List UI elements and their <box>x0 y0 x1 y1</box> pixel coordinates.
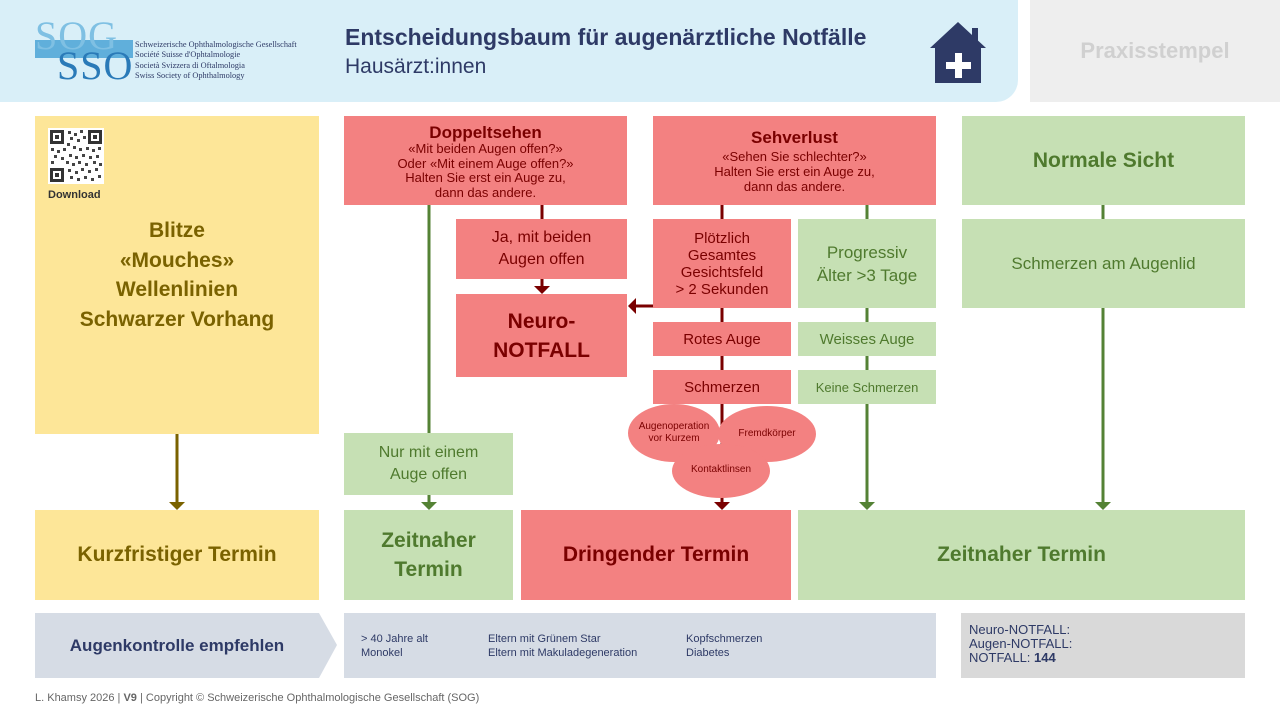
progressiv-line: Progressiv <box>826 242 908 262</box>
kurzfristiger-termin-box: Kurzfristiger Termin <box>35 510 319 600</box>
bubble-line: vor Kurzem <box>648 433 700 444</box>
bubble-kontaktlinsen-label: Kontaktlinsen <box>690 464 752 475</box>
sehverlust-title: Sehverlust <box>751 128 838 147</box>
praxisstempel-box: Praxisstempel <box>1030 0 1280 102</box>
header-banner <box>0 0 1018 102</box>
neuro-notfall-box: Neuro- NOTFALL <box>456 294 627 377</box>
keine-schmerzen-box: Keine Schmerzen <box>798 370 936 404</box>
risk-item: Monokel <box>361 647 403 659</box>
zeitnaher-line: Zeitnaher <box>381 529 476 552</box>
arrow-head <box>714 502 730 510</box>
risk-item: Eltern mit Makuladegeneration <box>488 647 638 659</box>
logo-text: Schweizerische Ophthalmologische Gesells… <box>135 40 297 81</box>
risk-col-2: Eltern mit Grünem Star Eltern mit Makula… <box>488 632 637 660</box>
progressiv-box: Progressiv Älter >3 Tage <box>798 219 936 308</box>
augenlid-box: Schmerzen am Augenlid <box>962 219 1245 308</box>
einem-auge-box: Nur mit einem Auge offen <box>344 433 513 495</box>
sehverlust-line: «Sehen Sie schlechter?» <box>722 149 867 164</box>
augen-notfall-label: Augen-NOTFALL: <box>969 636 1073 651</box>
doppeltsehen-line: Oder «Mit einem Auge offen?» <box>397 155 574 171</box>
bubble-fremdkoerper-label: Fremdkörper <box>738 428 796 439</box>
footer-author: L. Khamsy 2026 | <box>35 692 121 704</box>
notfall-number[interactable]: 144 <box>1034 650 1056 665</box>
notfall-numbers-box: Neuro-NOTFALL: Augen-NOTFALL: NOTFALL: 1… <box>961 613 1245 678</box>
augenkontrolle-chevron <box>35 613 337 678</box>
footer: L. Khamsy 2026 | V9 | Copyright © Schwei… <box>35 692 479 704</box>
weisses-auge-box: Weisses Auge <box>798 322 936 356</box>
logo-blue-band <box>35 40 133 58</box>
bubble-kontaktlinsen <box>672 444 770 498</box>
sehverlust-line: dann das andere. <box>743 179 846 194</box>
risk-item: Eltern mit Grünem Star <box>488 633 601 645</box>
page-subtitle: Hausärzt:innen <box>345 55 487 78</box>
ploetzlich-line: > 2 Sekunden <box>675 280 769 298</box>
symptom-label: Blitze <box>148 219 205 242</box>
beide-augen-line: Ja, mit beiden <box>491 229 592 246</box>
arrow-head <box>628 298 636 314</box>
augenkontrolle-label: Augenkontrolle empfehlen <box>69 635 285 655</box>
risk-col-1: > 40 Jahre alt Monokel <box>361 632 428 660</box>
risk-factors-box: > 40 Jahre alt Monokel Eltern mit Grünem… <box>344 613 936 678</box>
notfall-line: NOTFALL: 144 <box>969 651 1237 665</box>
schmerzen-box: Schmerzen <box>653 370 791 404</box>
download-link[interactable]: Download <box>48 189 101 201</box>
beide-augen-line: Augen offen <box>498 251 585 268</box>
zeitnaher-termin-small-box: Zeitnaher Termin <box>344 510 513 600</box>
doppeltsehen-title: Doppeltsehen <box>429 123 542 142</box>
logo-line: Schweizerische Ophthalmologische Gesells… <box>135 40 297 49</box>
zeitnaher-line: Termin <box>394 558 463 581</box>
arrow-head <box>1095 502 1111 510</box>
symptom-label: Schwarzer Vorhang <box>79 307 275 331</box>
normale-sicht-box: Normale Sicht <box>962 116 1245 205</box>
doppeltsehen-line: Halten Sie erst ein Auge zu, <box>405 170 566 185</box>
dringender-termin-box: Dringender Termin <box>521 510 791 600</box>
arrow-head <box>534 286 550 294</box>
bubble-augenoperation-label: Augenoperation vor Kurzem <box>628 421 720 445</box>
ploetzlich-box: Plötzlich Gesamtes Gesichtsfeld > 2 Seku… <box>653 219 791 308</box>
zeitnaher-termin-large-box: Zeitnaher Termin <box>798 510 1245 600</box>
arrow-head <box>169 502 185 510</box>
sehverlust-line: Halten Sie erst ein Auge zu, <box>714 164 875 179</box>
ploetzlich-line: Gesamtes <box>687 246 757 264</box>
home-plus-icon <box>928 20 988 84</box>
risk-col-3: Kopfschmerzen Diabetes <box>686 632 762 660</box>
einem-auge-line: Nur mit einem <box>378 444 479 461</box>
symptoms-text: Blitze «Mouches» Wellenlinien Schwarzer … <box>35 216 319 334</box>
ploetzlich-line: Gesichtsfeld <box>680 263 764 281</box>
progressiv-line: Älter >3 Tage <box>816 265 918 285</box>
footer-copyright: | Copyright © Schweizerische Ophthalmolo… <box>140 692 480 704</box>
neuro-notfall-line: Neuro- <box>507 309 576 333</box>
logo-line: Società Svizzera di Oftalmologia <box>135 60 245 70</box>
risk-item: Diabetes <box>686 647 730 659</box>
beide-augen-box: Ja, mit beiden Augen offen <box>456 219 627 279</box>
footer-version: V9 <box>123 692 137 704</box>
rotes-auge-box: Rotes Auge <box>653 322 791 356</box>
ploetzlich-line: Plötzlich <box>694 229 750 247</box>
doppeltsehen-line: «Mit beiden Augen offen?» <box>408 141 563 156</box>
einem-auge-line: Auge offen <box>389 466 468 483</box>
sog-logo: SOG SSO <box>35 13 135 88</box>
risk-item: Kopfschmerzen <box>686 633 763 645</box>
arrow-head <box>859 502 875 510</box>
logo-letters-top: SOG <box>35 13 119 58</box>
qr-code-icon[interactable] <box>48 128 104 184</box>
page-title: Entscheidungsbaum für augenärztliche Not… <box>345 24 867 50</box>
symptom-label: «Mouches» <box>119 248 235 272</box>
risk-item: > 40 Jahre alt <box>361 633 428 645</box>
doppeltsehen-line: dann das andere. <box>434 184 537 200</box>
bubble-line: Augenoperation <box>638 421 710 432</box>
neuro-notfall-label: Neuro-NOTFALL: <box>969 622 1071 637</box>
logo-letters-bottom: SSO <box>57 43 134 88</box>
doppeltsehen-box: Doppeltsehen «Mit beiden Augen offen?» O… <box>344 116 627 205</box>
logo-line: Société Suisse d'Ophtalmologie <box>135 50 241 60</box>
logo-line: Swiss Society of Ophthalmology <box>135 70 245 80</box>
notfall-label: NOTFALL: <box>969 650 1031 665</box>
arrow-head <box>421 502 437 510</box>
sehverlust-box: Sehverlust «Sehen Sie schlechter?» Halte… <box>653 116 936 205</box>
neuro-notfall-line: NOTFALL <box>493 338 590 362</box>
symptom-label: Wellenlinien <box>115 278 239 301</box>
